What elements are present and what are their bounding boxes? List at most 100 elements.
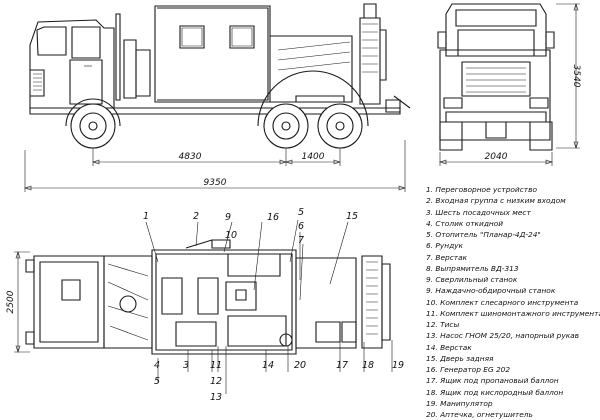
dim-height: 3540 [571,65,581,88]
legend-item: 11. Комплект шиномонтажного инструмента [426,308,600,318]
box-window-2 [229,25,255,49]
vise-12 [235,289,247,301]
legend-item: 14. Верстак [426,342,472,352]
workbench-14 [175,321,217,347]
front-grille-slats [466,67,526,93]
callout-9: 9 [225,212,231,223]
exhaust-top [119,295,137,313]
entry-step-2 [185,239,213,249]
callout-7: 7 [298,235,304,246]
front-dimensions: 2040 3540 [439,3,581,166]
cargo-platform [270,35,353,103]
cab-windshield [36,26,67,56]
legend-item: 8. Выпрямитель ВД-313 [426,263,519,273]
dim-width: 2040 [485,152,508,162]
legend-list: 1. Переговорное устройство 2. Входная гр… [426,184,600,420]
legend-item: 3. Шесть посадочных мест [426,207,531,217]
callout-1: 1 [143,211,149,222]
box-body-top [151,249,297,355]
legend-item: 18. Ящик под кислородный баллон [426,387,564,397]
front-grille [461,61,531,97]
grille-slats [33,73,42,91]
front-dim-arrows [439,159,553,165]
box-body [154,5,271,103]
dim-arrows [24,159,406,191]
callout-20: 20 [294,360,306,371]
top-leader-lines [145,219,349,301]
crane-top-rungs [366,261,378,335]
roof-hatch [61,279,81,301]
side-dimensions: 4830 1400 9350 [24,140,406,192]
body-width-dim-lines [14,251,30,353]
callout-5: 5 [298,207,304,218]
dim-rear-axle-spacing: 1400 [302,152,325,162]
legend-item: 7. Верстак [426,252,468,262]
callouts-top: 1 2 9 10 16 5 6 7 15 [143,207,358,246]
callout-leaders-top [145,219,349,301]
front-mirrors [437,31,555,49]
cab-door [69,59,103,105]
cab-roof-top [39,261,99,343]
cab-top [33,255,105,349]
exhaust-pipe [115,13,121,101]
front-box-top [445,3,547,57]
crane-top [363,3,377,19]
cargo-platform-top [295,257,357,349]
legend-item: 9. Наждачно-обдирочный станок [426,286,556,296]
legend-item: 10. Комплект слесарного инструмента [426,297,579,307]
dim-body-width: 2500 [6,290,16,313]
top-mirrors [25,259,35,345]
callout-10: 10 [225,230,237,241]
rear-workbench [227,315,287,347]
gas-box-18 [341,321,357,343]
crane-rungs [362,23,378,73]
front-tow-hitch [485,121,507,139]
dim-extension-total [24,140,406,192]
callout-3: 3 [183,360,189,371]
legend-item: 4. Столик откидной [426,218,504,228]
dim-extension-lines [92,148,341,166]
box-body-inner [157,7,269,101]
front-windshield [457,29,535,57]
legend-item: 9. Сверлильный станок [426,275,518,284]
bottom-leader-lines [157,340,393,394]
callout-13: 13 [210,392,222,403]
legend-item: 13. Насос ГНОМ 25/20, напорный рукав [426,331,580,341]
platform-base [295,95,345,103]
tow-hook [393,95,411,109]
dim-front-rear-axle: 4830 [179,152,202,162]
front-bumper [445,111,547,123]
rear-wheel-2 [317,103,363,149]
truck-side-view [29,3,411,149]
front-wheel-arch [65,98,121,127]
callout-5b: 5 [154,376,160,387]
callout-leaders-bottom [157,340,393,394]
legend-item: 17. Ящик под пропановый баллон [426,376,559,386]
toolbox-side [135,49,151,97]
crane-column [359,17,381,105]
rear-bumper-top [381,263,391,341]
cargo-platform-rails [277,41,351,71]
callouts-bottom: 4 5 3 11 12 13 14 20 17 18 19 [154,360,404,403]
box-window-1 [179,25,205,49]
legend-item: 15. Дверь задняя [426,353,494,363]
legend-item: 1. Переговорное устройство [426,185,537,194]
front-headlights [443,97,549,109]
first-aid-kit [279,333,293,347]
truck-front-view [437,3,555,151]
front-grille [30,69,45,97]
crane-boom [380,29,387,81]
seats [161,277,219,315]
callout-12: 12 [210,376,222,387]
callout-6: 6 [298,221,304,232]
engine-hatching [107,263,149,341]
front-wheels [439,121,553,151]
gas-box-17 [315,321,341,343]
callout-11: 11 [210,360,222,371]
top-dimensions: 2500 [6,251,30,353]
legend-item: 19. Манипулятор [426,398,493,408]
callout-18: 18 [362,360,374,371]
generator-16 [227,253,281,277]
callout-14: 14 [262,360,274,371]
